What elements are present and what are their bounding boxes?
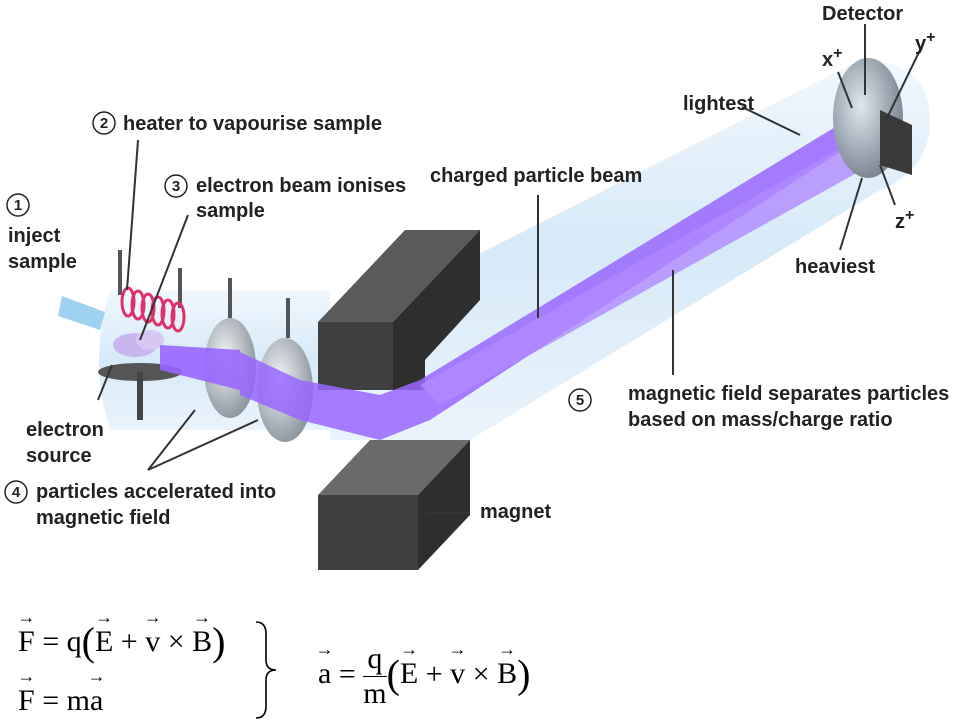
sample-vapour-cloud — [113, 330, 164, 357]
mass-spectrometer-diagram: 1 2 3 4 5 Detector x+ y+ z+ lightest hea… — [4, 3, 949, 570]
x-plus-label: x+ — [822, 45, 842, 71]
heaviest-label: heaviest — [795, 256, 875, 278]
newton-second-law-equation: F = ma — [18, 684, 103, 718]
step-4-marker: 4 — [4, 480, 28, 504]
step-3-marker: 3 — [164, 174, 188, 198]
svg-text:5: 5 — [576, 392, 584, 409]
electron-beam-label-line2: sample — [196, 200, 265, 222]
step-5-marker: 5 — [568, 388, 592, 412]
detector — [833, 58, 912, 178]
y-plus-label: y+ — [915, 29, 935, 55]
electron-beam-label-line1: electron beam ionises — [196, 175, 406, 197]
lorentz-force-equation: F = q(E + v × B) — [18, 618, 225, 665]
magnet-label: magnet — [480, 501, 551, 523]
inject-label-line2: sample — [8, 251, 77, 273]
sample-inlet-nozzle — [58, 296, 105, 330]
svg-text:4: 4 — [12, 484, 21, 501]
svg-text:2: 2 — [100, 115, 108, 132]
field-separates-label-line1: magnetic field separates particles — [628, 383, 949, 405]
magnet-lower — [318, 440, 470, 570]
heater-label: heater to vapourise sample — [123, 113, 382, 135]
charge-mass-fraction: q m — [363, 642, 387, 710]
leader-lines — [97, 24, 923, 514]
field-separates-label-line2: based on mass/charge ratio — [628, 409, 893, 431]
heater-coil — [118, 250, 186, 333]
z-plus-label: z+ — [895, 207, 914, 233]
particles-accelerated-label-line1: particles accelerated into — [36, 481, 276, 503]
particles-accelerated-label-line2: magnetic field — [36, 507, 170, 529]
svg-text:1: 1 — [14, 197, 22, 214]
svg-text:3: 3 — [172, 178, 180, 195]
particle-beam — [160, 118, 880, 440]
acceleration-equation: a = q m (E + v × B) — [318, 642, 530, 711]
electron-source-label-line1: electron — [26, 419, 104, 441]
charged-particle-beam-label: charged particle beam — [430, 165, 642, 187]
lightest-label: lightest — [683, 93, 754, 115]
electron-source-label-line2: source — [26, 445, 92, 467]
step-1-marker: 1 — [6, 193, 30, 217]
magnet-upper — [318, 230, 480, 390]
curly-brace — [255, 621, 277, 719]
step-2-marker: 2 — [92, 111, 116, 135]
detector-label: Detector — [822, 3, 903, 25]
inject-label-line1: inject — [8, 225, 61, 247]
